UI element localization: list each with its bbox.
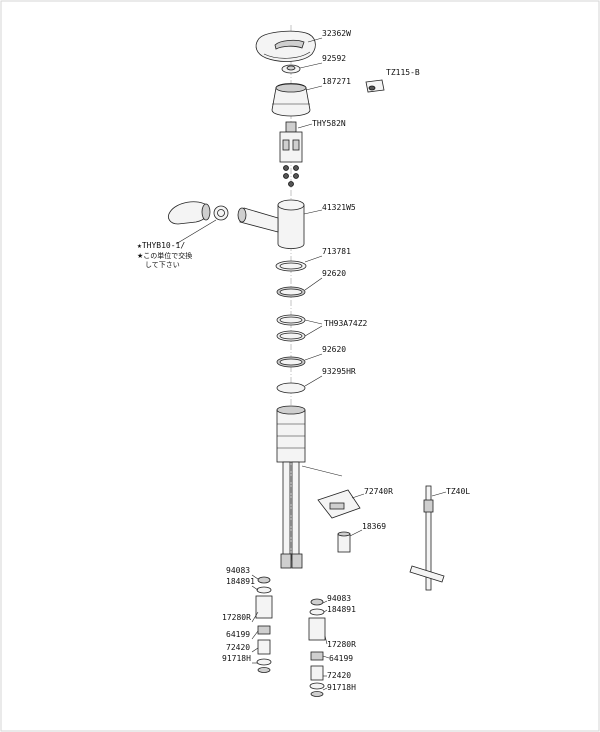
label-32362w: 32362W <box>322 29 351 38</box>
leader-72740r <box>351 493 365 499</box>
part-left-valve-stack <box>255 576 273 673</box>
label-thy582n: THY582N <box>312 119 346 128</box>
label-72740r: 72740R <box>364 487 393 496</box>
note-replace-unit: ★この単位で交換 <box>137 251 192 260</box>
leader-92620-upper <box>304 277 323 291</box>
part-wrench <box>409 485 445 591</box>
label-41321w5: 41321W5 <box>322 203 356 212</box>
leader-thy582n <box>297 123 313 129</box>
label-left-184891: 184891 <box>226 577 255 586</box>
leader-thyb10 <box>175 219 217 245</box>
label-92620-lower: 92620 <box>322 345 346 354</box>
leader-right-64199 <box>322 655 330 659</box>
label-left-64199: 64199 <box>226 630 250 639</box>
label-thyb10: ★THYB10-1/ <box>137 241 185 250</box>
leader-right-184891 <box>323 609 328 613</box>
part-body <box>237 199 305 249</box>
label-18369: 18369 <box>362 522 386 531</box>
part-valve-housing <box>276 405 306 569</box>
leader-right-17280r <box>324 635 328 645</box>
label-92620-upper: 92620 <box>322 269 346 278</box>
label-right-72420: 72420 <box>327 671 351 680</box>
label-left-17280r: 17280R <box>222 613 251 622</box>
leader-th93a74z2-b <box>304 325 323 337</box>
leader-32362w <box>307 37 323 43</box>
label-713781: 713781 <box>322 247 351 256</box>
leader-187271 <box>305 85 323 91</box>
leader-93295hr <box>304 375 323 387</box>
label-187271: 187271 <box>322 77 351 86</box>
leader-18369 <box>349 529 363 537</box>
label-92592: 92592 <box>322 54 346 63</box>
note-please: して下さい <box>145 261 180 269</box>
label-th93a74z2: TH93A74Z2 <box>324 319 368 328</box>
label-left-72420: 72420 <box>226 643 250 652</box>
label-tz40l: TZ40L <box>446 487 470 496</box>
label-93295hr: 93295HR <box>322 367 356 376</box>
part-oring-lower <box>276 356 306 368</box>
leader-bracket-to-housing <box>301 465 343 477</box>
leader-92620-lower <box>304 353 323 361</box>
leader-th93a74z2-a <box>304 319 323 325</box>
part-button <box>365 79 385 93</box>
label-right-17280r: 17280R <box>327 640 356 649</box>
part-gasket-pair <box>276 314 306 342</box>
part-ring-93295hr <box>276 382 306 394</box>
leader-left-94083 <box>251 574 259 580</box>
part-right-valve-stack <box>308 598 326 697</box>
leader-left-17280r <box>251 611 259 623</box>
leader-left-184891 <box>251 585 259 591</box>
leader-right-94083 <box>322 600 328 604</box>
label-left-94083: 94083 <box>226 566 250 575</box>
part-cartridge <box>279 121 303 187</box>
part-nut <box>337 531 351 553</box>
label-right-184891: 184891 <box>327 605 356 614</box>
leader-41321w5 <box>303 209 323 215</box>
leader-tz40l <box>431 491 447 497</box>
part-screw-cap <box>281 64 301 74</box>
label-right-64199: 64199 <box>329 654 353 663</box>
label-tz115b: TZ115-B <box>386 68 420 77</box>
part-ring-713781 <box>275 260 307 272</box>
part-shower-head <box>168 201 229 225</box>
label-right-94083: 94083 <box>327 594 351 603</box>
part-handle <box>255 30 316 62</box>
leader-92592 <box>299 62 323 69</box>
leader-713781 <box>304 255 323 263</box>
label-left-91718h: 91718H <box>222 654 251 663</box>
part-oring-upper <box>276 286 306 298</box>
part-bracket <box>317 489 361 519</box>
label-right-91718h: 91718H <box>327 683 356 692</box>
leader-left-72420 <box>251 647 259 653</box>
part-cover <box>271 83 311 117</box>
leader-right-91718h <box>322 687 328 691</box>
leader-left-64199 <box>251 630 259 640</box>
